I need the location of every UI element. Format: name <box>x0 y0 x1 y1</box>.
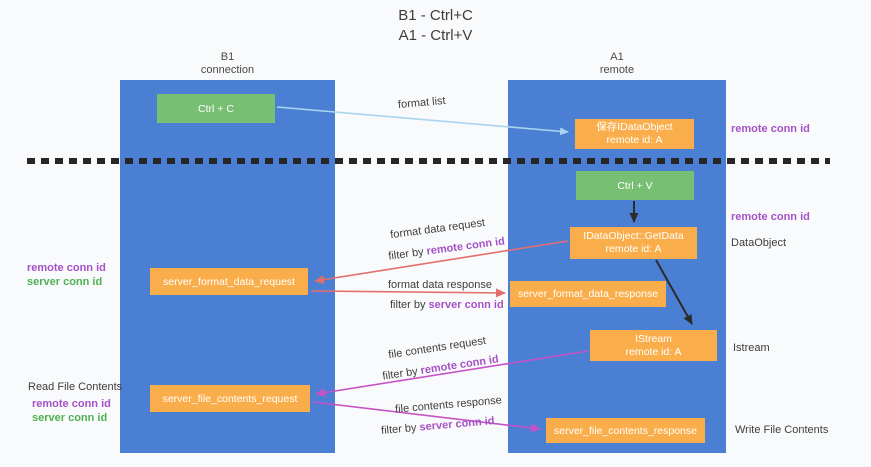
remote-conn-id-label-mid-right: remote conn id <box>731 211 810 223</box>
dataobject-label: DataObject <box>731 237 787 249</box>
getdata-line1: IDataObject::GetData <box>583 230 684 242</box>
remote-conn-id-key: remote conn id <box>419 353 500 377</box>
filter-by-server-conn-id-label-2: filter by server conn id <box>381 415 495 438</box>
remote-conn-id-label-left-2: remote conn id <box>32 398 111 410</box>
getdata-box: IDataObject::GetData remote id: A <box>570 227 697 259</box>
ctrl-v-label: Ctrl + V <box>617 179 653 192</box>
server-format-data-request-label: server_format_data_request <box>163 275 295 288</box>
right-column-subtitle: remote <box>599 64 635 76</box>
read-file-contents-label: Read File Contents <box>28 381 123 393</box>
istream-box: IStream remote id: A <box>590 330 717 361</box>
save-idataobject-line2: remote id: A <box>606 134 663 146</box>
filter-by-prefix: filter by <box>380 421 421 437</box>
ctrl-v-box: Ctrl + V <box>576 171 694 200</box>
server-format-data-response-label: server_format_data_response <box>517 288 659 300</box>
server-conn-id-key: server conn id <box>428 299 504 311</box>
filter-by-prefix: filter by <box>381 365 422 383</box>
istream-line2: remote id: A <box>625 345 682 358</box>
title-line-2: A1 - Ctrl+V <box>398 27 473 44</box>
remote-conn-id-key: remote conn id <box>425 235 506 258</box>
istream-line1: IStream <box>635 332 672 345</box>
format-list-label: format list <box>397 94 447 112</box>
istream-side-label: Istream <box>733 342 770 354</box>
ctrl-c-label: Ctrl + C <box>198 102 234 115</box>
server-format-data-response-box: server_format_data_response <box>510 281 666 307</box>
server-format-data-request-box: server_format_data_request <box>150 268 308 295</box>
ctrl-c-box: Ctrl + C <box>157 94 275 123</box>
file-contents-response-label: file contents response <box>394 394 503 416</box>
save-idataobject-line1: 保存IDataObject <box>596 121 673 133</box>
remote-conn-id-label-left-1: remote conn id <box>27 262 106 274</box>
server-conn-id-label-left-2: server conn id <box>32 412 108 424</box>
server-file-contents-response-box: server_file_contents_response <box>546 418 705 443</box>
left-column-header: B1 connection <box>120 51 335 77</box>
format-data-response-label: format data response <box>388 279 492 291</box>
filter-by-prefix: filter by <box>387 245 428 263</box>
diagram-title: B1 - Ctrl+C A1 - Ctrl+V <box>0 6 871 46</box>
title-line-1: B1 - Ctrl+C <box>398 7 473 24</box>
filter-by-prefix: filter by <box>390 299 429 311</box>
server-file-contents-request-box: server_file_contents_request <box>150 385 310 412</box>
left-column-name: B1 <box>220 51 235 63</box>
save-idataobject-box: 保存IDataObject remote id: A <box>575 119 694 149</box>
server-conn-id-key: server conn id <box>419 415 495 434</box>
write-file-contents-label: Write File Contents <box>735 424 829 436</box>
left-column-subtitle: connection <box>200 64 255 76</box>
filter-by-server-conn-id-label-1: filter by server conn id <box>390 299 504 312</box>
getdata-line2: remote id: A <box>605 243 662 255</box>
server-file-contents-request-label: server_file_contents_request <box>162 392 298 405</box>
server-file-contents-response-label: server_file_contents_response <box>553 424 697 437</box>
server-conn-id-label-left-1: server conn id <box>27 276 103 288</box>
right-column-name: A1 <box>610 51 624 63</box>
right-column-header: A1 remote <box>508 51 726 77</box>
format-data-request-label: format data request <box>389 216 486 242</box>
remote-conn-id-label-top-right: remote conn id <box>731 123 810 135</box>
